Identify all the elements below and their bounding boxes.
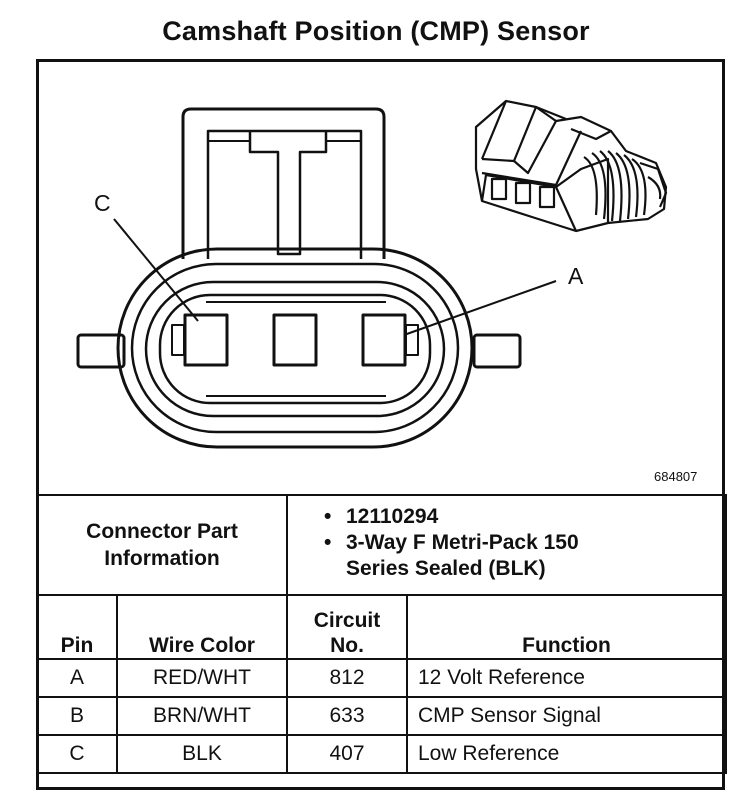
leader-c (113, 218, 199, 322)
connector-iso-view (474, 99, 668, 233)
header-row: Pin Wire Color Circuit No. Function (36, 594, 727, 660)
figure-id: 684807 (654, 469, 698, 484)
function-cell: Low Reference (406, 734, 727, 774)
header-function: Function (406, 594, 727, 660)
function-cell: 12 Volt Reference (406, 658, 727, 698)
circuit-cell: 633 (286, 696, 408, 736)
connector-part-list: 12110294 3-Way F Metri-Pack 150 Series S… (288, 496, 725, 582)
pin-cell: B (36, 696, 118, 736)
circuit-cell: 407 (286, 734, 408, 774)
diagram-frame (36, 59, 725, 790)
circuit-cell: 812 (286, 658, 408, 698)
terminal-a (361, 313, 407, 367)
table-row: C BLK 407 Low Reference (36, 734, 727, 774)
wire-color-cell: RED/WHT (116, 658, 288, 698)
connector-figure: C A 684807 (36, 59, 725, 494)
connector-body-mid (130, 262, 460, 434)
connector-part-row: Connector Part Information 12110294 3-Wa… (36, 494, 727, 596)
page-title: Camshaft Position (CMP) Sensor (162, 16, 590, 46)
terminal-c (183, 313, 229, 367)
part-number: 12110294 (324, 504, 725, 530)
wire-color-cell: BLK (116, 734, 288, 774)
connector-body-outer (116, 247, 474, 449)
header-circuit-no: Circuit No. (286, 594, 408, 660)
connector-part-label: Connector Part Information (36, 494, 288, 596)
header-wire-color: Wire Color (116, 594, 288, 660)
wire-color-cell: BRN/WHT (116, 696, 288, 736)
latch-t-slot (248, 131, 328, 256)
part-description: 3-Way F Metri-Pack 150 Series Sealed (BL… (324, 530, 616, 582)
table-row: B BRN/WHT 633 CMP Sensor Signal (36, 696, 727, 736)
pin-cell: A (36, 658, 118, 698)
connector-cavity (158, 293, 432, 405)
connector-latch (181, 107, 386, 259)
terminal-b (272, 313, 318, 367)
connector-info-table: Connector Part Information 12110294 3-Wa… (36, 494, 727, 774)
function-cell: CMP Sensor Signal (406, 696, 727, 736)
leader-a (403, 280, 557, 336)
connector-body-inner (144, 280, 446, 418)
callout-c: C (94, 190, 111, 216)
table-row: A RED/WHT 812 12 Volt Reference (36, 658, 727, 698)
left-ear (76, 333, 126, 369)
connector-part-info: 12110294 3-Way F Metri-Pack 150 Series S… (286, 494, 727, 596)
connector-drawing (76, 99, 668, 449)
callout-a: A (568, 263, 584, 289)
latch-inner (206, 129, 363, 259)
pin-cell: C (36, 734, 118, 774)
header-pin: Pin (36, 594, 118, 660)
right-ear (472, 333, 522, 369)
